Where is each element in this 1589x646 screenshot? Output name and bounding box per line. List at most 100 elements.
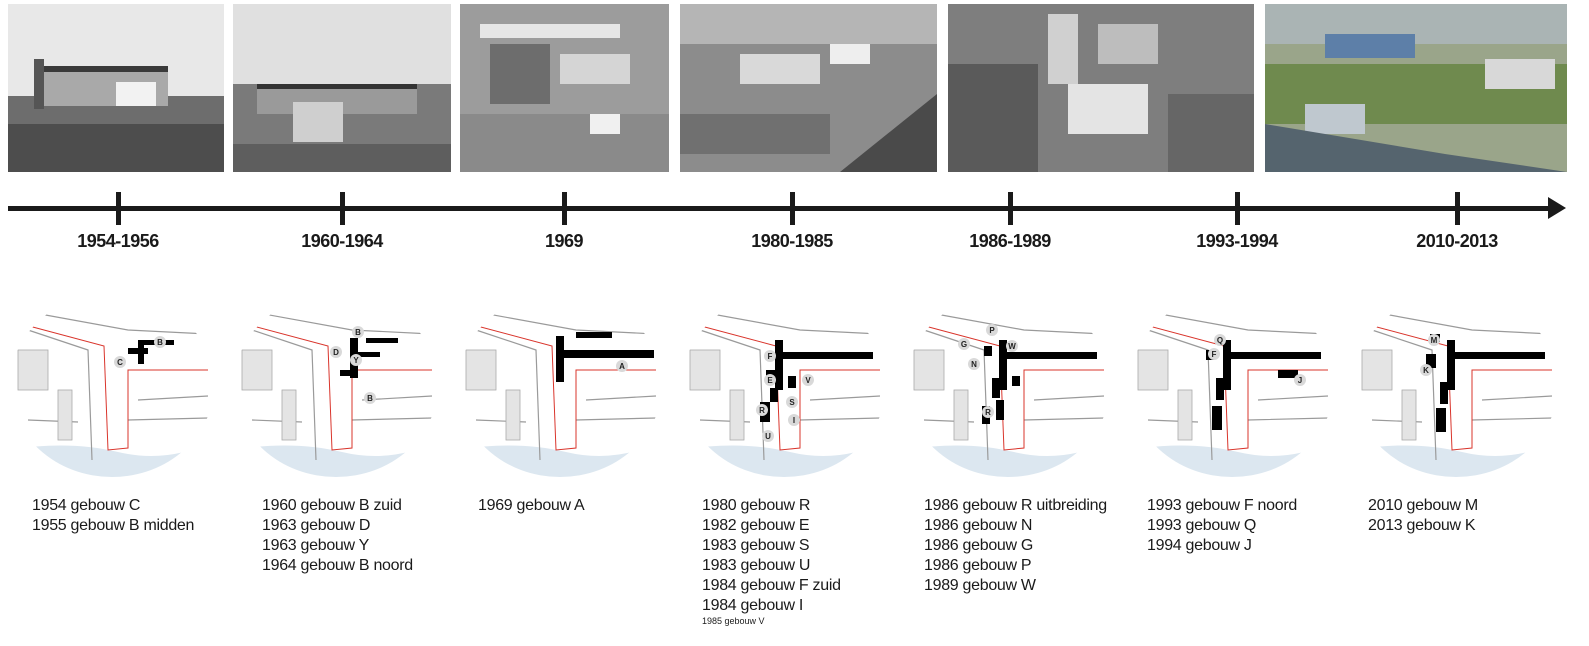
site-map: B D Y B [232,290,440,480]
neighbour-block [1137,349,1169,391]
site-map-drawing: B D Y B [234,293,438,477]
building-marker-label: W [1008,342,1016,351]
building-footprint [999,340,1007,390]
building-marker [958,338,970,350]
building-entry: 1993 gebouw Q [1147,517,1257,534]
building-marker [352,326,364,338]
building-entry: 1980 gebouw R [702,497,811,514]
building-entry: 1984 gebouw I [702,597,804,614]
building-entry: 1969 gebouw A [478,497,585,514]
building-list: 1954 gebouw C 1955 gebouw B midden [32,496,262,536]
building-footprint [996,400,1004,420]
building-marker [364,392,376,404]
neighbour-block [913,349,945,391]
building-marker [330,346,342,358]
building-marker-label: S [789,398,795,407]
building-marker [1420,364,1432,376]
building-entry: 1986 gebouw P [924,557,1032,574]
building-footprint [576,332,612,338]
building-footprint [340,370,354,376]
building-footprint [1007,352,1097,359]
building-footprint [775,340,783,390]
site-map-drawing: CB [10,293,214,477]
building-entry: 1993 gebouw F noord [1147,497,1297,514]
timeline-axis [8,206,1556,211]
building-marker [350,354,362,366]
building-marker [986,324,998,336]
building-entry: 2010 gebouw M [1368,497,1478,514]
site-map: A [456,290,664,480]
building-marker [762,430,774,442]
timeline-tick [790,192,795,225]
building-entry: 1963 gebouw D [262,517,371,534]
building-marker [154,336,166,348]
building-marker-label: G [961,340,967,349]
building-marker-label: F [768,352,773,361]
building-footprint [1012,376,1020,386]
building-footprint [1436,408,1446,432]
building-footprint [1440,382,1448,404]
neighbour-block [57,389,73,441]
site-boundary [461,321,656,451]
period-label: 1980-1985 [751,231,833,251]
building-marker-label: U [765,432,771,441]
building-marker [788,414,800,426]
building-entry: 1986 gebouw R uitbreiding [924,497,1107,514]
building-footprint [1426,354,1436,368]
timeline-tick [340,192,345,225]
building-marker [756,404,768,416]
building-footprint [128,348,148,354]
building-footprint [783,352,873,359]
building-marker [1214,334,1226,346]
timeline-tick [1455,192,1460,225]
neighbour-block [465,349,497,391]
street-lines [1361,309,1553,461]
building-footprint [1455,352,1545,359]
building-list: 2010 gebouw M 2013 gebouw K [1368,496,1589,536]
building-marker-label: B [355,328,361,337]
building-entry: 1983 gebouw U [702,557,811,574]
building-marker [802,374,814,386]
street-lines [241,309,433,461]
building-marker [114,356,126,368]
building-footprint [1223,340,1231,390]
timeline-tick [562,192,567,225]
building-marker-label: B [367,394,373,403]
building-marker-label: C [117,358,123,367]
building-marker [1208,348,1220,360]
building-entry: 1989 gebouw W [924,577,1036,594]
neighbour-block [953,389,969,441]
neighbour-block [729,389,745,441]
building-marker-label: I [793,416,795,425]
building-marker [968,358,980,370]
timeline-arrowhead-icon [1548,197,1566,219]
building-marker [764,350,776,362]
building-footprint [556,336,564,382]
period-label: 1986-1989 [969,231,1051,251]
period-label: 1969 [544,231,584,251]
building-marker-label: K [1423,366,1429,375]
photo-1954-1956 [8,4,224,172]
building-marker-label: Y [353,356,359,365]
building-entry: 1986 gebouw N [924,517,1033,534]
building-marker-label: M [1431,336,1438,345]
building-entry: 1960 gebouw B zuid [262,497,402,514]
building-footprint [770,388,778,402]
building-marker-label: E [767,376,773,385]
building-entry: 1963 gebouw Y [262,537,370,554]
building-footprint [366,338,398,343]
street-lines [465,309,657,461]
building-marker-label: D [333,348,339,357]
building-entry: 1982 gebouw E [702,517,810,534]
building-marker-label: V [805,376,811,385]
building-marker [1006,340,1018,352]
photo-2010-2013 [1265,4,1567,172]
building-marker-label: R [985,408,991,417]
building-footprint [1447,340,1455,390]
neighbour-block [1401,389,1417,441]
building-list: 1969 gebouw A [478,496,708,516]
